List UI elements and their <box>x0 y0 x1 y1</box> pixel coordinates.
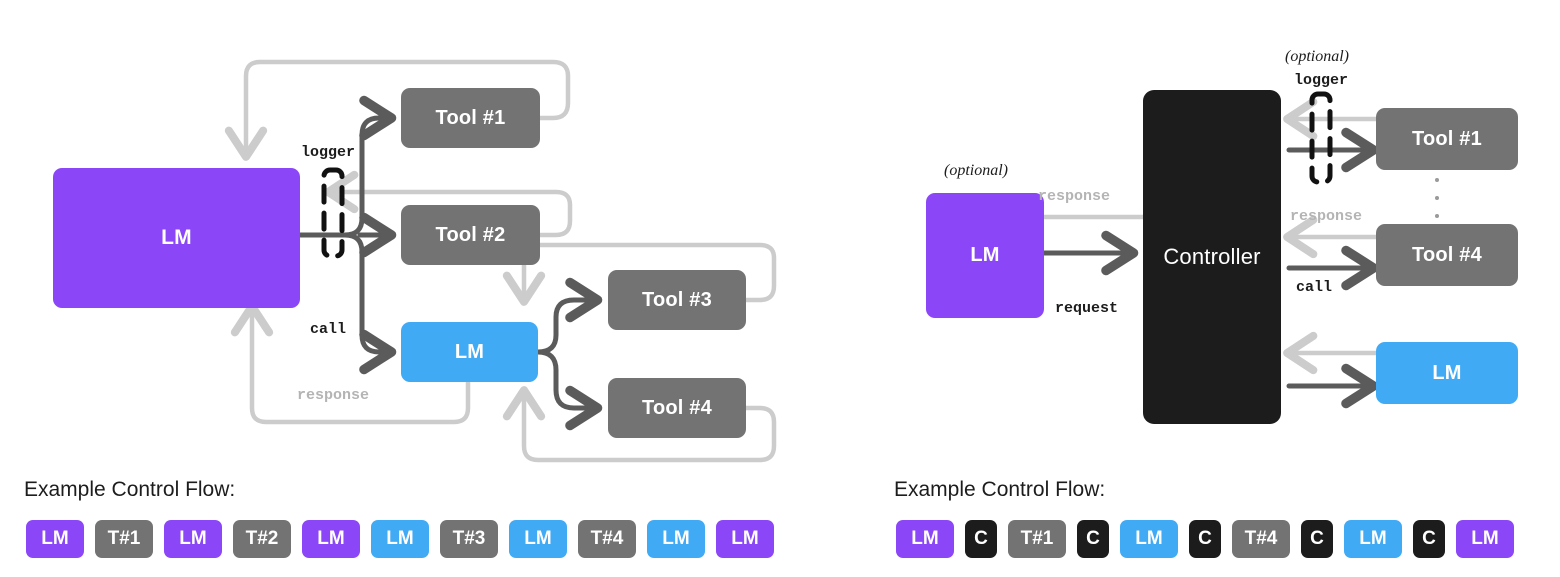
flow-chip-label: LM <box>317 528 345 549</box>
flow-chip-right-1[interactable]: C <box>965 520 997 558</box>
left-connector-layer <box>224 59 777 463</box>
node-tool-3-label: Tool #3 <box>642 288 712 311</box>
node-tool-1[interactable]: Tool #1 <box>1376 108 1518 170</box>
flow-chip-label: T#4 <box>1244 528 1278 549</box>
node-controller-label: Controller <box>1163 244 1261 269</box>
flow-chip-left-8[interactable]: T#4 <box>578 520 636 558</box>
node-lm-sub-label: LM <box>454 340 485 363</box>
node-lm-optional[interactable]: LM <box>926 193 1044 318</box>
flow-chip-right-4[interactable]: LM <box>1120 520 1178 558</box>
right-architecture-panel: LM Controller Tool #1 Tool #4 LM (option… <box>860 0 1560 577</box>
flow-chip-left-10[interactable]: LM <box>716 520 774 558</box>
label-optional-logger: (optional) <box>1285 48 1349 65</box>
flow-chip-label: LM <box>1359 528 1387 549</box>
label-logger-left: logger <box>301 144 356 161</box>
node-tool-3[interactable]: Tool #3 <box>608 270 746 330</box>
flow-chip-right-10[interactable]: LM <box>1456 520 1514 558</box>
flow-chip-label: C <box>1310 528 1324 549</box>
node-tool-1-label: Tool #1 <box>1412 127 1482 150</box>
flow-chip-label: LM <box>911 528 939 549</box>
flow-chip-label: C <box>1422 528 1436 549</box>
node-tool-2-label: Tool #2 <box>435 223 506 246</box>
left-light-return-paths <box>224 59 777 463</box>
node-lm-sub[interactable]: LM <box>401 322 538 382</box>
flow-chip-label: LM <box>524 528 552 549</box>
flow-chip-label: C <box>1086 528 1100 549</box>
flow-chip-right-5[interactable]: C <box>1189 520 1221 558</box>
label-request: request <box>1055 300 1119 317</box>
node-tool-4-label: Tool #4 <box>642 396 712 419</box>
label-call-right: call <box>1296 279 1333 296</box>
flow-chip-label: LM <box>1135 528 1163 549</box>
flow-chip-right-9[interactable]: C <box>1413 520 1445 558</box>
left-architecture-panel: LM Tool #1 Tool #2 LM Tool #3 Tool #4 lo… <box>24 59 777 558</box>
ellipsis-dot <box>1435 214 1439 218</box>
flow-chip-left-0[interactable]: LM <box>26 520 84 558</box>
left-dark-call-paths <box>297 95 603 431</box>
flow-chip-label: LM <box>41 528 69 549</box>
node-lm-optional-label: LM <box>970 244 1000 266</box>
flow-chip-left-5[interactable]: LM <box>371 520 429 558</box>
flow-chip-label: T#4 <box>590 528 624 549</box>
flow-chip-right-8[interactable]: LM <box>1344 520 1402 558</box>
flow-chip-label: C <box>974 528 988 549</box>
right-flow-heading: Example Control Flow: <box>894 478 1106 501</box>
node-tool-2[interactable]: Tool #2 <box>401 205 540 265</box>
flow-chip-left-3[interactable]: T#2 <box>233 520 291 558</box>
flow-chip-label: LM <box>662 528 690 549</box>
left-flow-chip-row: LM T#1 LM T#2 LM LM T#3 LM T#4 LM LM <box>26 520 774 558</box>
label-response-tool: response <box>1290 208 1363 225</box>
logger-bracket-icon <box>1309 91 1333 185</box>
flow-chip-label: LM <box>1471 528 1499 549</box>
label-call-left: call <box>310 321 347 338</box>
label-optional-lm: (optional) <box>944 162 1008 179</box>
node-controller[interactable]: Controller <box>1143 90 1281 424</box>
flow-chip-left-7[interactable]: LM <box>509 520 567 558</box>
flow-chip-right-0[interactable]: LM <box>896 520 954 558</box>
node-tool-4-label: Tool #4 <box>1412 243 1482 266</box>
node-lm-bottom[interactable]: LM <box>1376 342 1518 404</box>
ellipsis-dot <box>1435 196 1439 200</box>
flow-chip-label: C <box>1198 528 1212 549</box>
flow-chip-label: T#2 <box>245 528 279 549</box>
flow-chip-left-9[interactable]: LM <box>647 520 705 558</box>
label-response-controller-to-lm: response <box>1038 188 1111 205</box>
flow-chip-label: LM <box>731 528 759 549</box>
node-tool-4[interactable]: Tool #4 <box>608 378 746 438</box>
flow-chip-label: LM <box>386 528 414 549</box>
node-lm-main-label: LM <box>161 226 192 249</box>
node-tool-1-label: Tool #1 <box>435 106 506 129</box>
flow-chip-right-7[interactable]: C <box>1301 520 1333 558</box>
node-tool-1[interactable]: Tool #1 <box>401 88 540 148</box>
node-lm-main[interactable]: LM <box>53 168 300 308</box>
flow-chip-left-1[interactable]: T#1 <box>95 520 153 558</box>
ellipsis-dot <box>1435 178 1439 182</box>
flow-chip-right-2[interactable]: T#1 <box>1008 520 1066 558</box>
node-lm-bottom-label: LM <box>1432 361 1462 384</box>
logger-bracket-icon <box>321 167 345 259</box>
flow-chip-right-3[interactable]: C <box>1077 520 1109 558</box>
flow-chip-label: T#1 <box>107 528 141 549</box>
label-response-left: response <box>297 387 370 404</box>
left-flow-heading: Example Control Flow: <box>24 478 236 501</box>
right-flow-chip-row: LM C T#1 C LM C T#4 C LM C LM <box>896 520 1514 558</box>
tools-ellipsis-dots <box>1434 178 1440 218</box>
flow-chip-label: T#1 <box>1020 528 1054 549</box>
flow-chip-left-4[interactable]: LM <box>302 520 360 558</box>
flow-chip-right-6[interactable]: T#4 <box>1232 520 1290 558</box>
node-tool-4[interactable]: Tool #4 <box>1376 224 1518 286</box>
flow-chip-left-6[interactable]: T#3 <box>440 520 498 558</box>
label-logger-right: logger <box>1294 72 1349 89</box>
flow-chip-label: T#3 <box>452 528 486 549</box>
flow-chip-left-2[interactable]: LM <box>164 520 222 558</box>
flow-chip-label: LM <box>179 528 207 549</box>
